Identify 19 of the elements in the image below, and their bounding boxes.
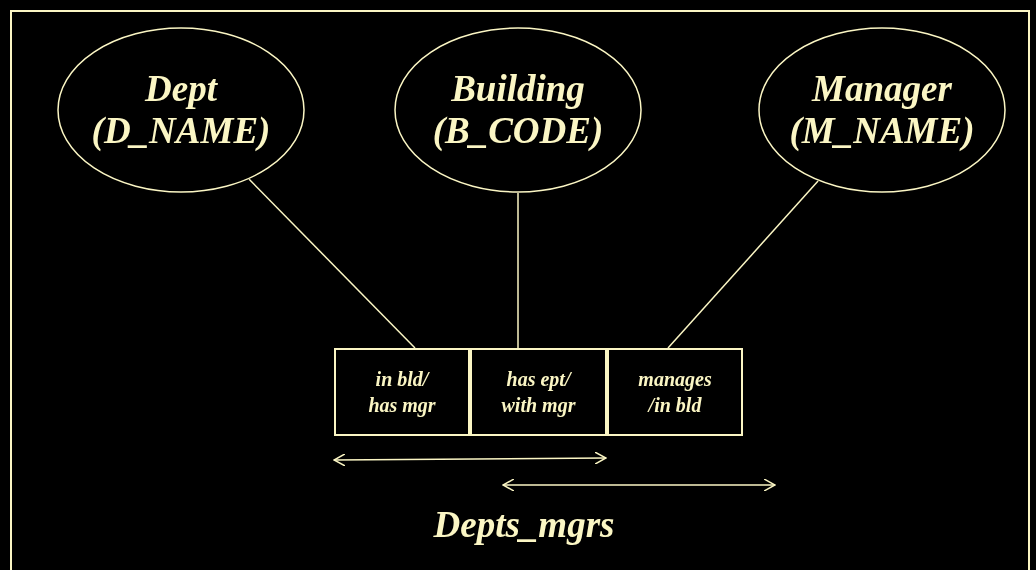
entity-name: Manager — [812, 68, 952, 110]
relation-cell — [334, 348, 470, 436]
entity-name: Building — [451, 68, 585, 110]
entity-ellipse — [57, 27, 305, 193]
entity-ellipse — [394, 27, 642, 193]
key-attribute: (B_CODE) — [432, 110, 604, 152]
cell-text: in bld/ has mgr — [367, 367, 437, 418]
cell-text: manages /in bld — [637, 367, 713, 418]
relation-name: Depts_mgrs — [432, 503, 616, 547]
entity-ellipse — [758, 27, 1006, 193]
key-attribute: (D_NAME) — [91, 110, 271, 152]
relation-cell — [470, 348, 607, 436]
relation-cell — [607, 348, 743, 436]
connector-line — [667, 180, 819, 349]
connector-line — [248, 178, 416, 349]
cell-text: has ept/ with mgr — [500, 367, 577, 418]
entity-name: Dept — [145, 68, 217, 110]
key-attribute: (M_NAME) — [789, 110, 975, 152]
connector-line — [517, 192, 519, 349]
